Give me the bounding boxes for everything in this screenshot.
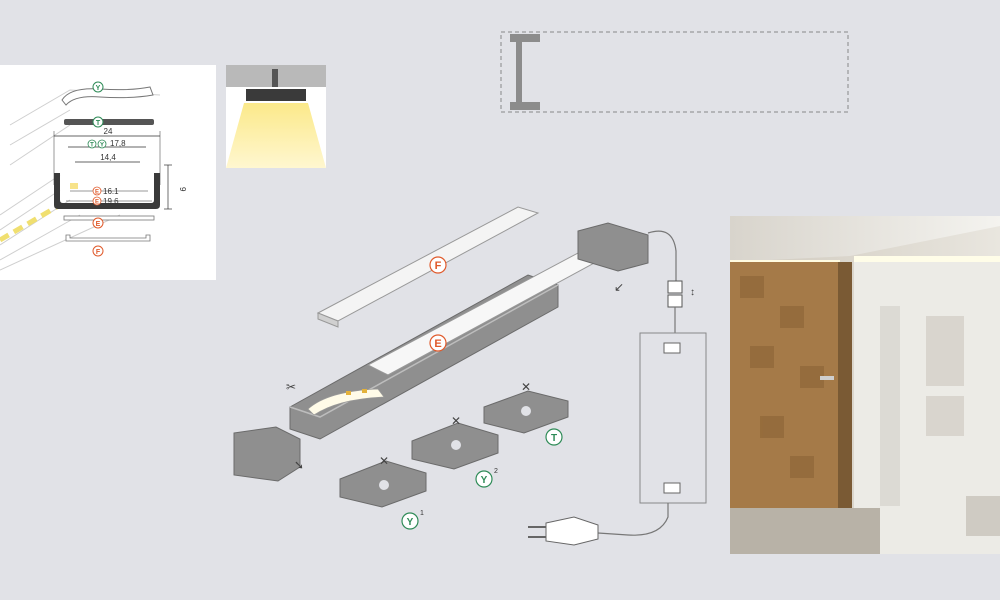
dim-badge-e1: E bbox=[95, 190, 99, 196]
svg-text:✕: ✕ bbox=[379, 454, 389, 468]
dim-badge-e2: E bbox=[95, 200, 99, 206]
dim-badge-y: Y bbox=[100, 143, 104, 149]
mount-t-label: T bbox=[551, 433, 557, 444]
ceiling bbox=[730, 216, 1000, 262]
cover-y-shape bbox=[61, 86, 154, 106]
badge-t-circle bbox=[92, 116, 104, 128]
light-cone-shape bbox=[226, 103, 326, 168]
side-view-drawing bbox=[500, 30, 852, 114]
cover-e-shape bbox=[63, 215, 155, 221]
cover-e-label: E bbox=[434, 338, 441, 350]
led-strip-lines bbox=[0, 202, 62, 243]
profile-icon bbox=[246, 89, 306, 101]
plug-cable bbox=[597, 503, 669, 536]
cover-t-shape bbox=[64, 119, 154, 125]
svg-text:✕: ✕ bbox=[521, 380, 531, 394]
mount-y1-superscript: 1 bbox=[420, 510, 424, 517]
cable-line bbox=[647, 230, 677, 281]
svg-text:✕: ✕ bbox=[451, 414, 461, 428]
floor bbox=[730, 508, 880, 554]
dashed-outline bbox=[500, 31, 849, 113]
badge-y-circle bbox=[92, 81, 104, 93]
scissors-icon: ✂ bbox=[286, 380, 296, 394]
cross-section-drawing: Y T 24 T Y 17,8 14,4 E 16.1 E 19.6 bbox=[0, 65, 216, 280]
cover-f-shape bbox=[65, 234, 151, 242]
arrow-left-icon: ↙ bbox=[614, 280, 624, 294]
dim-height: 9 bbox=[178, 187, 187, 192]
mount-y2-superscript: 2 bbox=[494, 468, 498, 475]
dim-cover-e: 19.6 bbox=[103, 197, 119, 206]
perspective-profile bbox=[0, 89, 161, 271]
cover-f-label: F bbox=[435, 260, 442, 272]
led-strip-piece bbox=[307, 388, 385, 416]
connector-shape bbox=[667, 280, 683, 294]
end-cap-right bbox=[577, 222, 649, 272]
end-cap-left bbox=[233, 426, 301, 482]
assembly-drawing: F E ✂ ➘ ↙ ↕ ✕ bbox=[228, 195, 728, 600]
dim-width-outer: 24 bbox=[104, 127, 113, 136]
power-supply bbox=[639, 332, 707, 504]
badge-f-label: F bbox=[96, 249, 101, 256]
door-handle bbox=[820, 376, 834, 380]
dim-badge-t: T bbox=[90, 143, 94, 149]
connect-arrows-icon: ↕ bbox=[690, 287, 695, 298]
room-photo bbox=[730, 216, 1000, 554]
badge-t-label: T bbox=[96, 120, 101, 127]
badge-y-label: Y bbox=[96, 85, 101, 92]
dim-width-mid: 17,8 bbox=[110, 139, 126, 148]
cross-section-svg: Y T 24 T Y 17,8 14,4 E 16.1 E 19.6 bbox=[0, 81, 187, 271]
plug-icon bbox=[545, 516, 599, 546]
dim-cover-f: 16.1 bbox=[103, 187, 119, 196]
profile-shape bbox=[54, 173, 160, 209]
mount-y2-label: Y bbox=[481, 475, 488, 486]
dim-width-inner: 14,4 bbox=[100, 153, 116, 162]
badge-e-label: E bbox=[96, 221, 101, 228]
arrow-right-icon: ➘ bbox=[294, 458, 304, 472]
profile-side-shape bbox=[510, 34, 540, 110]
mount-y1-label: Y bbox=[407, 517, 414, 528]
light-cone-thumbnail bbox=[226, 65, 326, 168]
